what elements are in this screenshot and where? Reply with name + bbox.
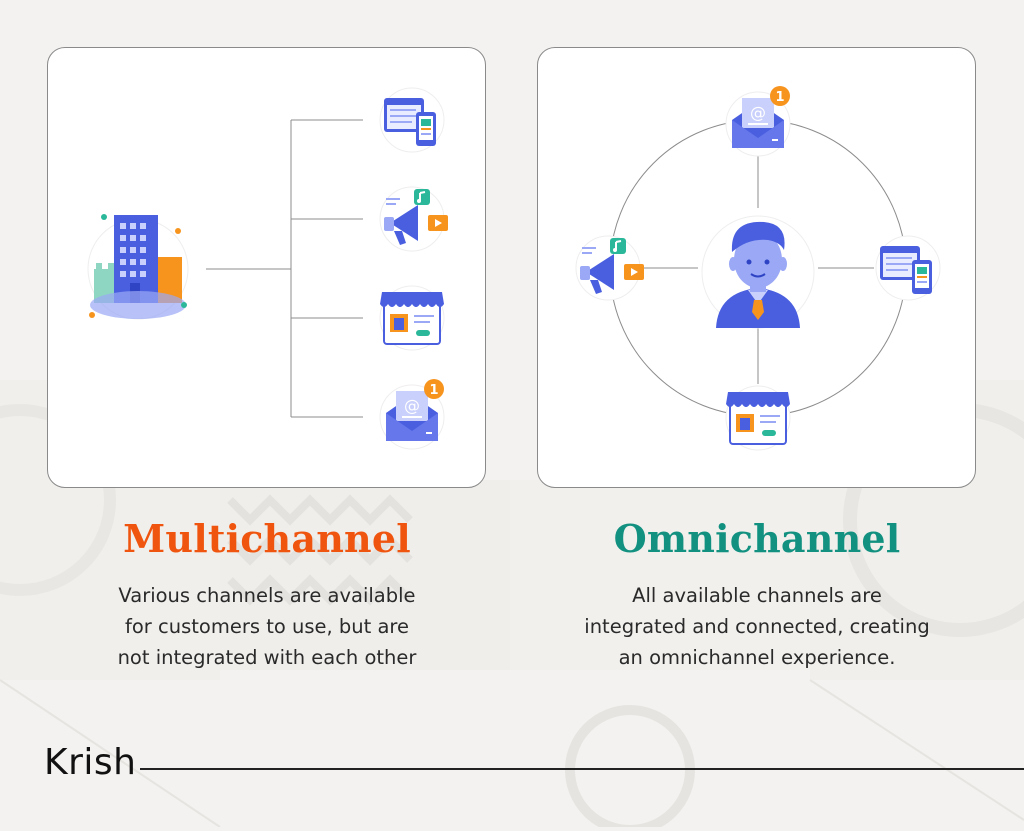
brand-divider (140, 768, 1024, 770)
email-badge-count: 1 (775, 90, 784, 105)
omnichannel-description-line: integrated and connected, creating (584, 615, 930, 638)
omnichannel-description: All available channels are integrated an… (537, 580, 977, 673)
connector-lines (206, 119, 363, 418)
brand-logo: Krish (44, 742, 137, 783)
omnichannel-title: Omnichannel (613, 516, 901, 561)
office-building-icon (87, 214, 189, 320)
multichannel-description: Various channels are available for custo… (47, 580, 487, 673)
omnichannel-diagram-panel: @ (537, 47, 976, 488)
email-notification-icon: 1 (725, 85, 791, 157)
megaphone-media-icon (379, 186, 449, 252)
omnichannel-description-line: All available channels are (632, 584, 882, 607)
multichannel-description-line: not integrated with each other (117, 646, 417, 669)
customer-avatar-icon (701, 215, 815, 329)
online-store-icon (379, 285, 445, 351)
online-store-icon (725, 385, 791, 451)
email-notification-icon: 1 (379, 378, 445, 450)
omnichannel-description-line: an omnichannel experience. (618, 646, 896, 669)
email-badge-count: 1 (429, 383, 438, 398)
multichannel-title: Multichannel (123, 516, 411, 561)
multichannel-description-line: Various channels are available (118, 584, 416, 607)
website-mobile-icon (379, 87, 445, 153)
multichannel-description-line: for customers to use, but are (125, 615, 409, 638)
megaphone-media-icon (575, 235, 645, 301)
multichannel-diagram-panel: @ (47, 47, 486, 488)
website-mobile-icon (875, 235, 941, 301)
